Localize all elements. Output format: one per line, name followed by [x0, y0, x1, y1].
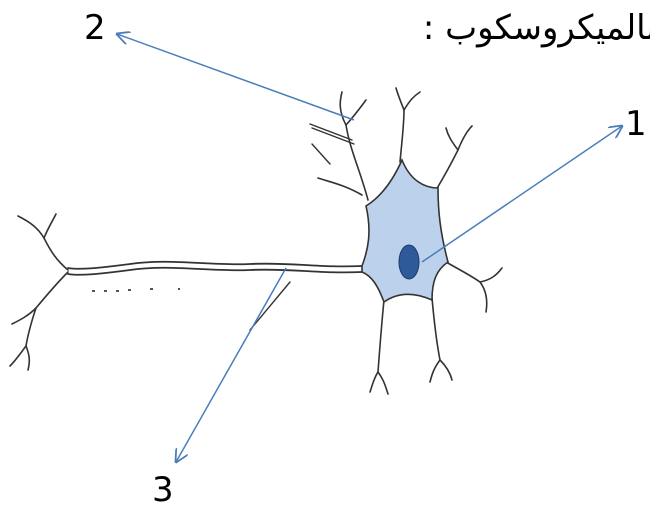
label-2: 2: [84, 8, 106, 48]
label-3: 3: [152, 470, 174, 510]
nucleus: [398, 244, 420, 280]
axon-dots: [92, 288, 180, 292]
cell-body: [361, 157, 449, 304]
arrow-1: [421, 126, 622, 263]
dendrites: [317, 87, 503, 395]
arrow-2: [117, 34, 355, 121]
axon: [67, 260, 363, 276]
axon-terminals: [9, 213, 69, 371]
arrows: [117, 34, 622, 462]
arrow-3: [176, 267, 287, 462]
leader-lines: [249, 123, 355, 331]
heading-text: بالميكروسكوب :: [422, 8, 650, 48]
label-1: 1: [625, 104, 647, 144]
heading-text-container: بالميكروسكوب :: [350, 6, 650, 52]
